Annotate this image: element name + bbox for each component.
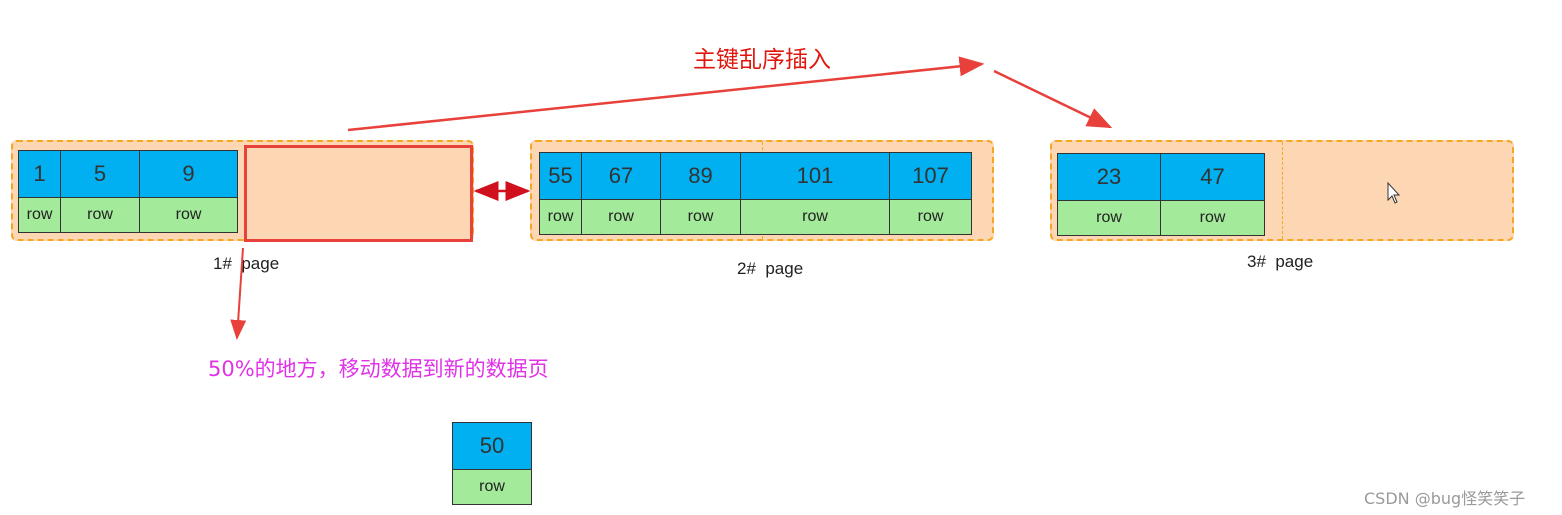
cursor-icon	[1387, 181, 1401, 204]
page-2-row-4: row	[740, 199, 890, 235]
page-2-row-2: row	[581, 199, 661, 235]
insert-arrow-up	[347, 56, 985, 132]
page-3-row-2: row	[1160, 200, 1265, 236]
page-1-row-2: row	[60, 197, 140, 233]
page-3-label: 3# page	[1247, 252, 1314, 271]
page-2-key-1: 55	[539, 152, 582, 200]
page-2-row-1: row	[539, 199, 582, 235]
new-record-key: 50	[452, 422, 532, 470]
page-2-label: 2# page	[737, 259, 804, 278]
page-1-empty-half	[244, 145, 473, 242]
page-3-key-2: 47	[1160, 153, 1265, 201]
page-2-key-4: 101	[740, 152, 890, 200]
page-2-key-3: 89	[660, 152, 741, 200]
new-record-row: row	[452, 469, 532, 505]
page-1-label: 1# page	[213, 254, 280, 273]
page-3-divider	[1282, 142, 1283, 239]
page-2-row-3: row	[660, 199, 741, 235]
page-1-row-3: row	[139, 197, 238, 233]
page-1-key-2: 5	[60, 150, 140, 198]
diagram-title: 主键乱序插入	[693, 47, 831, 73]
split-arrow	[230, 247, 247, 340]
page-2-key-2: 67	[581, 152, 661, 200]
insert-arrow-down	[993, 69, 1113, 129]
watermark: CSDN @bug怪笑笑子	[1364, 489, 1526, 508]
split-note: 50%的地方，移动数据到新的数据页	[208, 357, 549, 381]
page-2-row-5: row	[889, 199, 972, 235]
